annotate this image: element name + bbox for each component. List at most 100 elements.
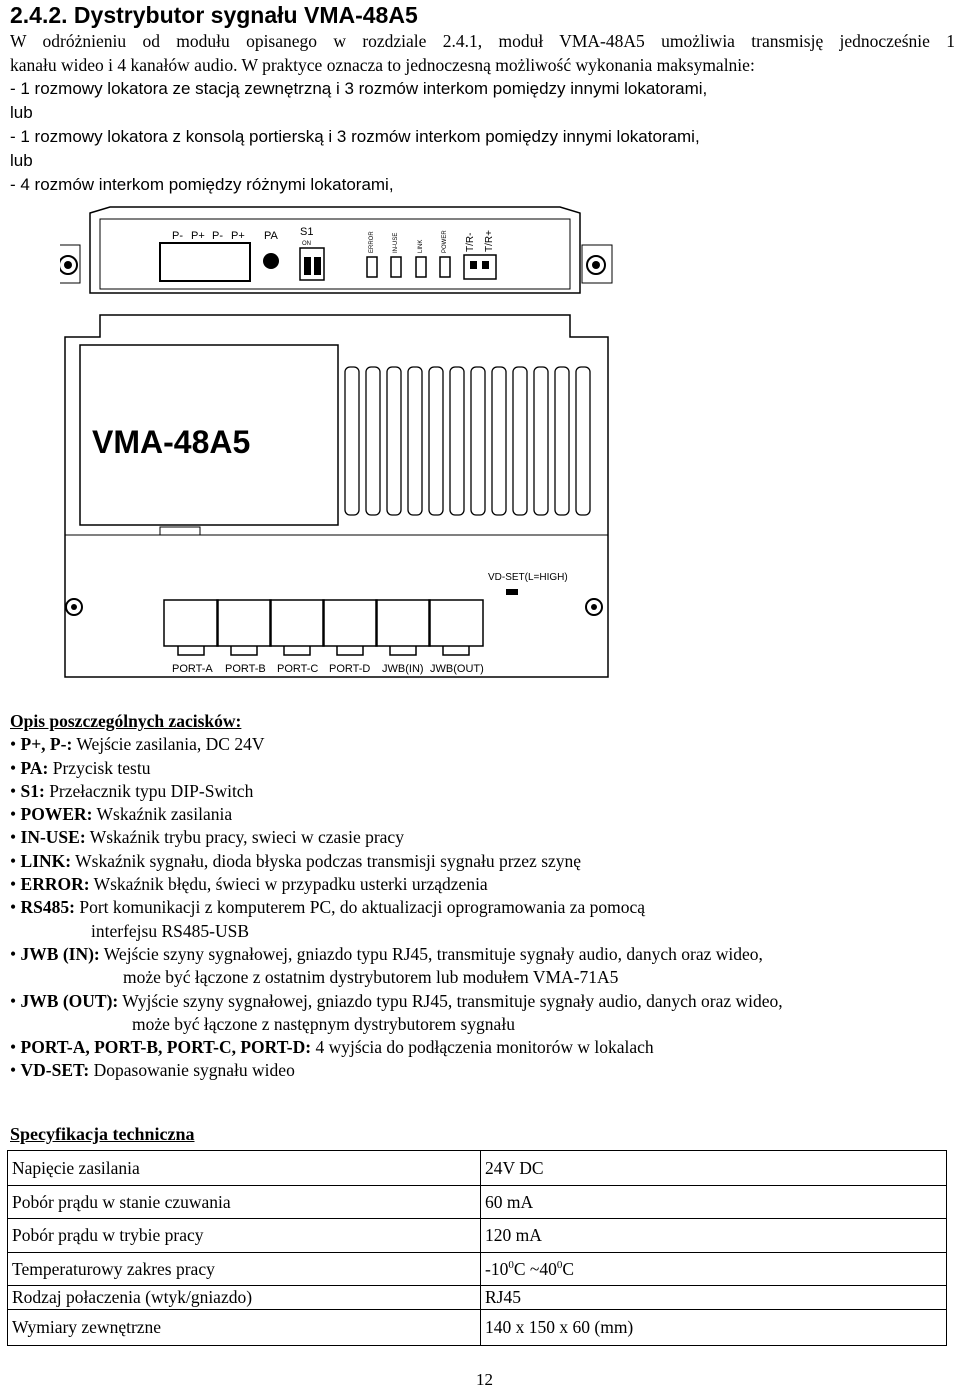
- bullet: •: [10, 734, 17, 755]
- item-continuation: może być łączone z ostatnim dystrybutore…: [123, 967, 619, 988]
- dip-switch-icon: [299, 247, 325, 281]
- vdset-label: VD-SET(L=HIGH): [488, 572, 568, 583]
- port-label: JWB(OUT): [430, 663, 484, 675]
- bullet: •: [10, 897, 17, 918]
- list-item: • IN-USE: Wskaźnik trybu pracy, swieci w…: [10, 826, 955, 849]
- device-illustration: P- P+ P- P+ PA S1 ON ERROR IN-USE LINK P…: [60, 206, 613, 678]
- spec-label: Wymiary zewnętrzne: [7, 1309, 481, 1346]
- bullet: •: [10, 874, 17, 895]
- spec-value: 120 mA: [480, 1218, 947, 1253]
- list-item: • S1: Przełacznik typu DIP-Switch: [10, 780, 955, 803]
- spec-label: Napięcie zasilania: [7, 1150, 481, 1186]
- spec-label: Temperaturowy zakres pracy: [7, 1252, 481, 1286]
- tr-label: T/R+: [484, 230, 495, 252]
- item-key: ERROR:: [20, 874, 90, 895]
- item-text: Wskaźnik zasilania: [92, 804, 233, 825]
- list-item: • VD-SET: Dopasowanie sygnału wideo: [10, 1059, 955, 1082]
- intro-paragraph: W odróżnieniu od modułu opisanego w rozd…: [10, 29, 955, 197]
- item-text: Wskaźnik trybu pracy, swieci w czasie pr…: [85, 827, 404, 848]
- spec-value: -100C ~400C: [480, 1252, 947, 1286]
- screw-icon: [586, 255, 606, 275]
- spec-title: Specyfikacja techniczna: [10, 1124, 195, 1144]
- list-item: • POWER: Wskaźnik zasilania: [10, 803, 955, 826]
- item-text: Wejście szyny sygnałowej, gniazdo typu R…: [99, 943, 763, 964]
- item-text: Przycisk testu: [48, 757, 151, 778]
- list-item: • JWB (IN): Wejście szyny sygnałowej, gn…: [10, 943, 955, 966]
- led-icon: [366, 256, 378, 278]
- port-label: PORT-C: [277, 663, 318, 675]
- item-text: 4 wyjścia do podłączenia monitorów w lok…: [311, 1037, 654, 1058]
- bullet: •: [10, 943, 17, 964]
- screw-icon: [65, 598, 83, 616]
- port-label: PORT-D: [329, 663, 370, 675]
- port-label: JWB(IN): [382, 663, 424, 675]
- item-key: JWB (IN):: [20, 943, 100, 964]
- screw-icon: [60, 255, 78, 275]
- item-text: Wejście zasilania, DC 24V: [72, 734, 265, 755]
- item-key: VD-SET:: [20, 1060, 90, 1081]
- tr-label: T/R-: [465, 233, 476, 252]
- spec-value: 140 x 150 x 60 (mm): [480, 1309, 947, 1346]
- item-text: Port komunikacji z komputerem PC, do akt…: [74, 897, 646, 918]
- port-label: PORT-B: [225, 663, 266, 675]
- led-icon: [415, 256, 427, 278]
- spec-label: Pobór prądu w trybie pracy: [7, 1218, 481, 1253]
- spec-value: 60 mA: [480, 1185, 947, 1219]
- item-key: S1:: [20, 780, 45, 801]
- led-label: LINK: [418, 240, 424, 253]
- terminal-descriptions: Opis poszczególnych zacisków: • P+, P-: …: [10, 710, 955, 1083]
- item-key: PA:: [20, 757, 49, 778]
- intro-line: lub: [10, 151, 33, 170]
- spec-value: RJ45: [480, 1285, 947, 1310]
- table-row: Temperaturowy zakres pracy-100C ~400C: [7, 1252, 947, 1286]
- bullet: •: [10, 757, 17, 778]
- opis-title: Opis poszczególnych zacisków:: [10, 711, 242, 731]
- list-item: • ERROR: Wskaźnik błędu, świeci w przypa…: [10, 873, 955, 896]
- bullet: •: [10, 1037, 17, 1058]
- led-label: ERROR: [369, 231, 375, 253]
- terminal-label: P+: [231, 230, 245, 242]
- bullet: •: [10, 1060, 17, 1081]
- intro-line: kanału wideo i 4 kanałów audio. W prakty…: [10, 55, 755, 75]
- section-heading: 2.4.2. Dystrybutor sygnału VMA-48A5: [10, 2, 418, 28]
- bullet: •: [10, 780, 17, 801]
- item-continuation: może być łączone z następnym dystrybutor…: [132, 1013, 515, 1034]
- item-key: RS485:: [20, 897, 75, 918]
- on-label: ON: [302, 241, 311, 247]
- list-item: • JWB (OUT): Wyjście szyny sygnałowej, g…: [10, 990, 955, 1013]
- item-key: PORT-A, PORT-B, PORT-C, PORT-D:: [20, 1037, 312, 1058]
- item-key: LINK:: [20, 850, 72, 871]
- bullet: •: [10, 804, 17, 825]
- intro-line: - 1 rozmowy lokatora z konsolą portiersk…: [10, 127, 700, 146]
- pa-label: PA: [264, 230, 279, 242]
- vdset-switch-icon: [506, 589, 518, 595]
- led-label: IN-USE: [393, 233, 399, 253]
- item-continuation: interfejsu RS485-USB: [91, 920, 249, 941]
- vents: [344, 366, 591, 516]
- item-key: IN-USE:: [20, 827, 86, 848]
- test-button-icon: [263, 253, 279, 269]
- table-row: Rodzaj połaczenia (wtyk/gniazdo)RJ45: [7, 1285, 947, 1310]
- item-key: POWER:: [20, 804, 93, 825]
- list-item: • LINK: Wskaźnik sygnału, dioda błyska p…: [10, 850, 955, 873]
- item-text: Wskaźnik sygnału, dioda błyska podczas t…: [71, 850, 582, 871]
- list-item: • PA: Przycisk testu: [10, 757, 955, 780]
- spec-label: Rodzaj połaczenia (wtyk/gniazdo): [7, 1285, 481, 1310]
- screw-icon: [585, 598, 603, 616]
- intro-line: - 4 rozmów interkom pomiędzy różnymi lok…: [10, 175, 394, 194]
- intro-line: W odróżnieniu od modułu opisanego w rozd…: [10, 31, 955, 51]
- terminal-label: P+: [191, 230, 205, 242]
- list-item: • RS485: Port komunikacji z komputerem P…: [10, 896, 955, 919]
- item-text: Przełacznik typu DIP-Switch: [44, 780, 254, 801]
- bullet: •: [10, 850, 17, 871]
- port-label: PORT-A: [172, 663, 213, 675]
- led-label: POWER: [442, 230, 448, 253]
- item-text: Dopasowanie sygnału wideo: [89, 1060, 295, 1081]
- terminal-label: P-: [172, 230, 183, 242]
- intro-line: lub: [10, 103, 33, 122]
- rj45-ports: [163, 599, 484, 656]
- spec-value: 24V DC: [480, 1150, 947, 1186]
- item-key: P+, P-:: [20, 734, 73, 755]
- item-key: JWB (OUT):: [20, 990, 119, 1011]
